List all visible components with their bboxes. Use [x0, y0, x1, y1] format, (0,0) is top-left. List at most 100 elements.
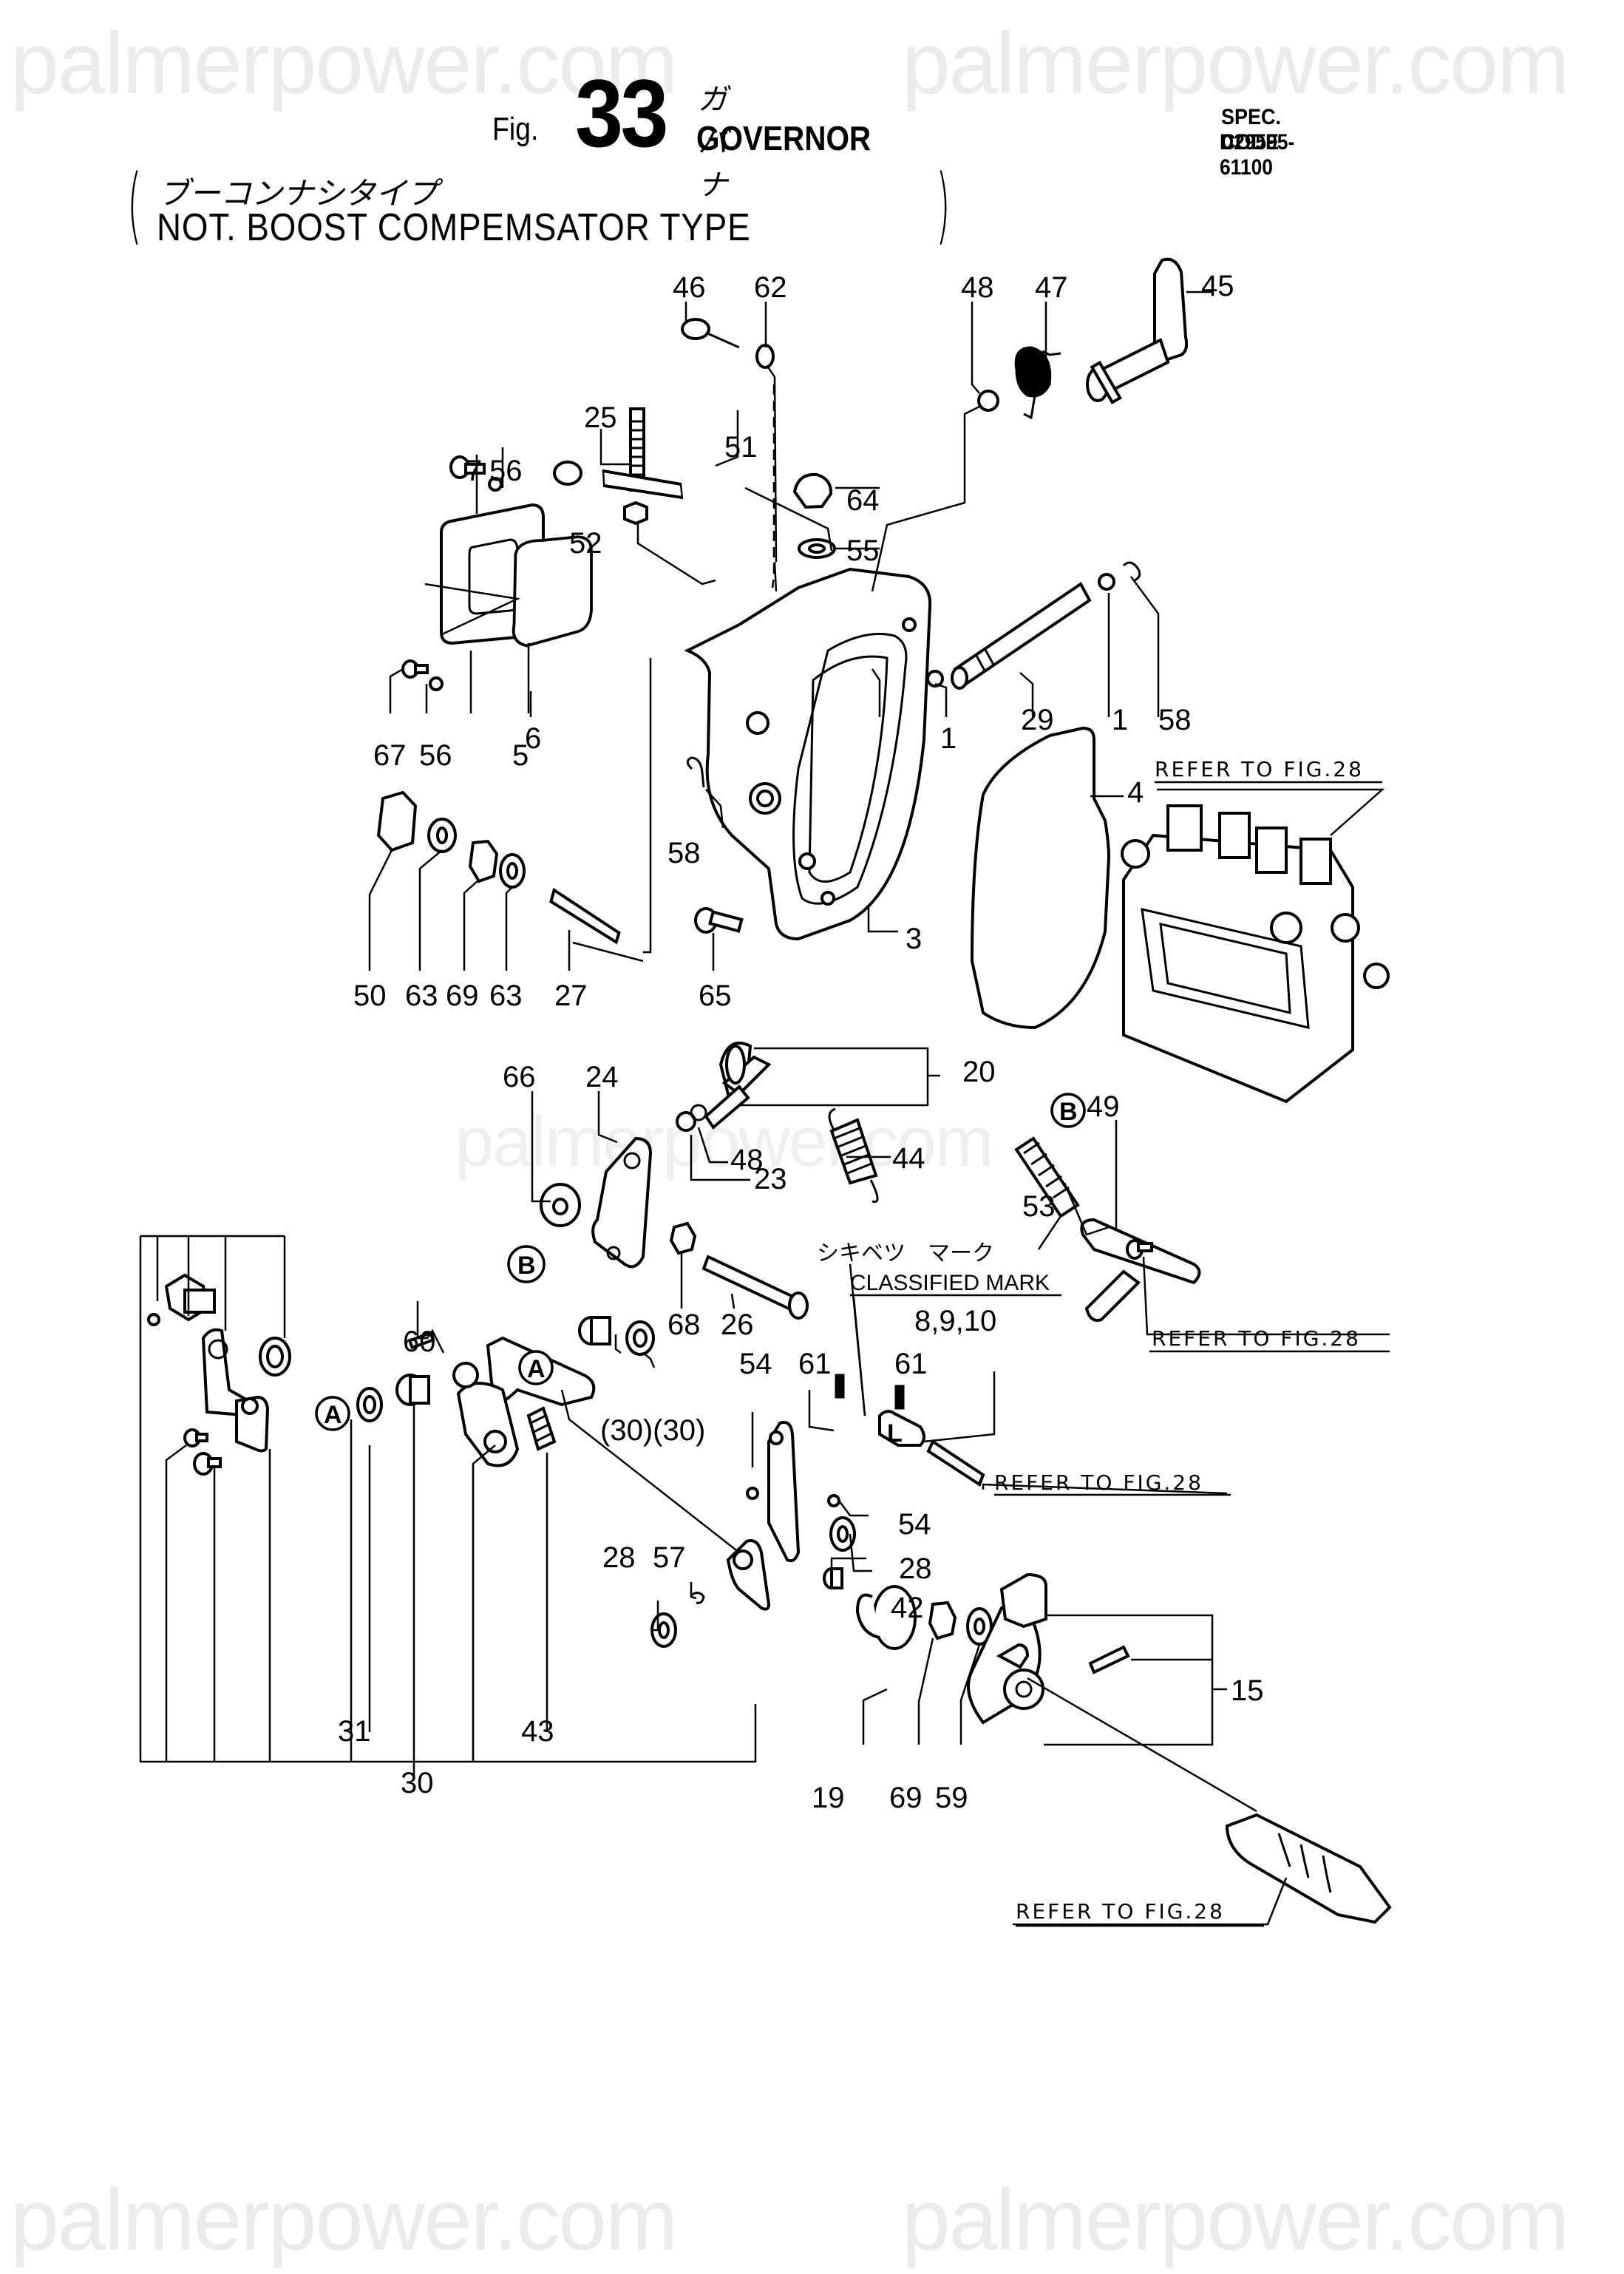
callout-label-50: 50	[353, 980, 387, 1012]
callout-label-26: 26	[721, 1309, 754, 1341]
svg-text:REFER TO FIG.28: REFER TO FIG.28	[994, 1470, 1203, 1495]
part-26-bolt	[701, 1255, 809, 1320]
callout-label-67: 67	[373, 739, 407, 772]
classified-mark-letter: L	[887, 1419, 903, 1447]
classified-mark-piece: L	[878, 1410, 925, 1447]
figure-number: 33	[575, 59, 669, 167]
callout-label-7: 7	[466, 455, 482, 487]
marker-a-left: A	[315, 1396, 350, 1431]
part-30-bushing-upper	[578, 1316, 611, 1345]
callout-label-54: 54	[739, 1348, 772, 1380]
callout-label-64: 64	[846, 484, 880, 517]
callout-label-69: 69	[446, 980, 479, 1012]
part-56-washer	[488, 477, 503, 492]
part-61-pin-right	[894, 1385, 905, 1410]
title-japanese: ガバナ	[698, 83, 727, 203]
part-54-clip-right	[827, 1494, 840, 1507]
part-46-bolt	[681, 318, 740, 349]
bracket-box-lines	[139, 1236, 757, 1763]
svg-text:B: B	[1059, 1098, 1078, 1126]
part-52-nut	[623, 500, 648, 526]
part-45-lever-shaft	[1086, 257, 1189, 404]
part-57-clip	[690, 1592, 705, 1604]
svg-text:シキベツ マーク: シキベツ マーク	[817, 1240, 994, 1266]
part-47-torsion-spring	[1014, 346, 1061, 420]
callout-label-58: 58	[667, 837, 701, 869]
refer-fig28-rod: REFER TO FIG.28	[994, 1470, 1203, 1495]
callout-label-28: 28	[899, 1552, 932, 1585]
callout-label-69: 69	[889, 1782, 923, 1814]
part-6-gasket	[512, 535, 593, 648]
part-62-washer	[755, 344, 775, 369]
part-27-stud	[549, 887, 621, 945]
callout-label-5: 5	[512, 739, 529, 772]
callout-label-25: 25	[584, 401, 617, 434]
small-bracket	[235, 1395, 270, 1453]
part-15-pin	[1088, 1645, 1130, 1674]
part-63-washer	[427, 818, 457, 853]
part-66-nut	[540, 1183, 581, 1227]
callout-label-61: 61	[798, 1348, 832, 1380]
part-1-clip	[926, 670, 944, 688]
callout-label-51: 51	[724, 431, 758, 464]
refer-fig28-gear: REFER TO FIG.28	[1016, 1899, 1223, 1924]
callout-label-4: 4	[1127, 776, 1144, 809]
part-15-housing	[967, 1598, 1044, 1725]
title-english: GOVERNOR	[696, 119, 872, 157]
part-1-clip-right	[1098, 573, 1115, 591]
watermark: palmerpower.com	[902, 15, 1569, 112]
leader-lines	[684, 302, 778, 563]
part-58-clip	[1122, 561, 1141, 582]
part-44-spring	[828, 1107, 879, 1204]
callout-label-63: 63	[489, 980, 523, 1012]
callout-label-48: 48	[730, 1144, 764, 1176]
callout-label-54: 54	[898, 1508, 931, 1541]
seal-ring	[259, 1337, 291, 1377]
part-69-nut-lower	[928, 1601, 957, 1640]
part-4-gasket	[970, 726, 1111, 1030]
part-15-block	[999, 1572, 1047, 1629]
figure-prefix: Fig.	[492, 111, 539, 147]
watermark: palmerpower.com	[10, 15, 678, 112]
callout-label-20: 20	[962, 1056, 996, 1088]
svg-text:REFER TO FIG.28: REFER TO FIG.28	[1155, 757, 1364, 781]
callout-label--30--30-: (30)(30)	[600, 1414, 705, 1447]
callout-label-63: 63	[405, 980, 438, 1012]
paren-left: (	[127, 157, 142, 254]
callout-label-60: 60	[403, 1326, 436, 1358]
control-rod	[926, 1439, 985, 1487]
part-65-bolt	[694, 907, 744, 934]
svg-text:A: A	[324, 1401, 342, 1429]
callout-label-44: 44	[892, 1142, 925, 1175]
subtitle-japanese: ブーコンナシタイプ	[158, 175, 438, 211]
part-59-washer	[966, 1607, 993, 1646]
callout-label-56: 56	[419, 739, 452, 772]
callout-label-48: 48	[961, 271, 994, 304]
callout-label-56: 56	[489, 455, 523, 487]
part-48-ring	[977, 390, 999, 412]
callout-label-42: 42	[891, 1592, 924, 1624]
svg-text:A: A	[527, 1355, 546, 1383]
part-24-lever	[591, 1136, 653, 1269]
callout-label-8-9-10: 8,9,10	[914, 1305, 996, 1337]
paren-right: )	[936, 157, 951, 254]
callout-label-58: 58	[1158, 704, 1192, 736]
marker-a-right: A	[518, 1350, 554, 1385]
callout-label-55: 55	[846, 534, 880, 567]
part-49-link	[1080, 1218, 1201, 1322]
part-48-ring-lower	[690, 1104, 707, 1121]
part-19-weight	[855, 1585, 917, 1650]
classified-mark-label: シキベツ マーク CLASSIFIED MARK	[817, 1240, 1061, 1416]
part-53-spring	[1014, 1136, 1080, 1218]
callout-label-57: 57	[653, 1541, 686, 1574]
callout-label-66: 66	[503, 1061, 536, 1093]
callout-label-23: 23	[754, 1163, 787, 1195]
part-20-shaft	[704, 1042, 772, 1130]
part-56-washer-lower	[429, 676, 444, 691]
part-7-bolt	[449, 455, 486, 479]
svg-text:CLASSIFIED MARK: CLASSIFIED MARK	[850, 1271, 1050, 1295]
governor-lever	[726, 1421, 801, 1611]
drive-gear	[1225, 1813, 1392, 1924]
part-67-bolt	[401, 659, 429, 679]
